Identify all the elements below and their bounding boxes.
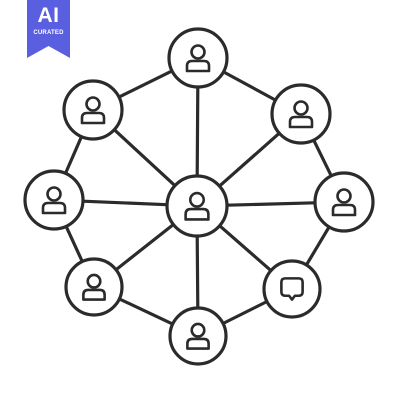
node-circle [262, 259, 322, 319]
person-icon [185, 44, 211, 73]
badge-subtitle: CURATED [33, 30, 64, 36]
node-left [23, 169, 85, 231]
person-icon [184, 191, 210, 221]
badge-title: AI [37, 4, 60, 27]
connection-lines [63, 69, 333, 326]
node-top-right [270, 83, 332, 145]
connection-line-top-right-right [312, 138, 333, 178]
person-icon [331, 188, 357, 217]
connection-line-bottom-right-bottom [221, 299, 269, 326]
person-icon [41, 186, 67, 215]
node-bottom-right [262, 259, 322, 319]
connection-line-top-top-right [221, 70, 278, 102]
node-bottom [168, 306, 228, 366]
connection-line-center-bottom-right [218, 224, 273, 273]
connection-line-center-top [195, 85, 200, 178]
connection-line-bottom-left-left [64, 224, 84, 264]
ai-curated-badge: AI CURATED [27, 0, 70, 58]
node-top [167, 27, 229, 89]
connection-line-center-bottom-left [114, 222, 175, 272]
node-top-left [62, 79, 124, 141]
connection-line-center-top-left [112, 128, 177, 188]
person-icon [80, 96, 106, 125]
connection-line-bottom-bottom-left [117, 297, 175, 326]
node-bottom-left [64, 257, 124, 317]
connection-line-center-right [225, 201, 317, 207]
chat-bubble-icon [280, 277, 304, 301]
connection-line-right-bottom-right [304, 225, 331, 267]
person-icon [82, 273, 106, 301]
node-center [165, 174, 229, 238]
node-right [313, 171, 375, 233]
connection-line-center-left [81, 199, 169, 207]
person-icon [186, 322, 210, 350]
person-icon [288, 100, 314, 129]
connection-line-center-top-right [217, 131, 281, 188]
badge-ribbon [27, 0, 70, 58]
connection-line-center-bottom [195, 234, 200, 310]
connection-line-left-top-left [63, 135, 84, 175]
connection-line-top-left-top [117, 69, 174, 99]
